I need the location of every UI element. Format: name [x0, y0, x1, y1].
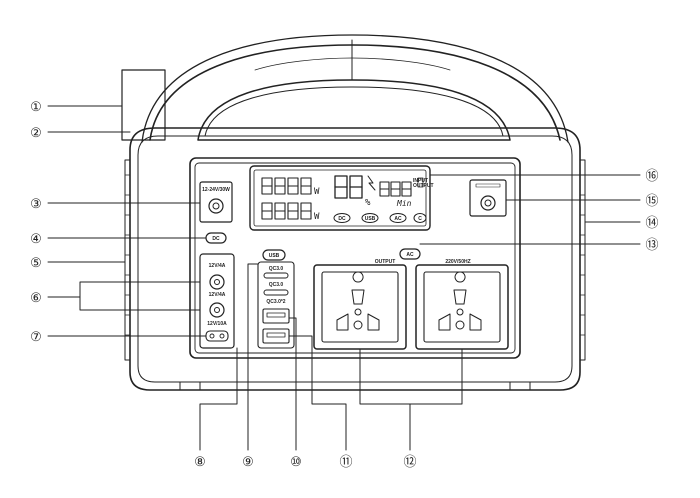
cigarette-socket [205, 330, 229, 342]
callout-13: ⑬ [645, 238, 658, 253]
callout-6: ⑥ [30, 291, 42, 306]
callout-14: ⑭ [645, 216, 658, 231]
qc-pd-label: QC3.0*2 [266, 299, 285, 305]
power-button [469, 179, 507, 217]
callout-9: ⑨ [242, 455, 254, 470]
qc-2-label: QC3.0 [269, 282, 284, 288]
side-plate [121, 69, 166, 141]
dc-rating-label: 12-24V/30W [202, 187, 230, 193]
ac-outlet-left [313, 264, 407, 350]
usb-a-port-1 [262, 308, 290, 324]
dc-out-1-label: 12V/4A [209, 263, 226, 269]
dc-badge-label: DC [212, 236, 220, 242]
ac-outlet-right [415, 264, 509, 350]
lcd-ac: AC [394, 216, 402, 222]
usb-c-port-2 [263, 289, 289, 296]
ac-badge: AC [399, 248, 421, 260]
callout-8: ⑧ [194, 455, 206, 470]
ac-outlet-group: OUTPUT 220V/50HZ [313, 259, 509, 350]
device-body [124, 127, 586, 391]
lcd-c: C [418, 216, 422, 222]
handle [141, 34, 569, 143]
battery-icon [417, 177, 424, 188]
callout-15: ⑮ [645, 194, 658, 209]
usb-group: USB QC3.0 QC3.0 QC3.0*2 [257, 249, 295, 349]
lcd-in-label: INPUT [413, 178, 428, 184]
charging-bolt-icon [367, 175, 376, 191]
callout-2: ② [30, 126, 42, 141]
lcd-segments-top [261, 177, 312, 195]
callout-7: ⑦ [30, 330, 42, 345]
front-panel [189, 157, 521, 359]
dc-output-2 [209, 302, 225, 318]
output-label: OUTPUT [375, 259, 396, 265]
callout-1: ① [30, 100, 42, 115]
callout-5: ⑤ [30, 256, 42, 271]
callout-12: ⑫ [403, 455, 416, 470]
callout-10: ⑩ [290, 455, 302, 470]
ac-badge-label: AC [406, 252, 414, 258]
ac-rating-label: 220V/50HZ [445, 259, 470, 265]
lcd-display: W W % INPUT [249, 165, 434, 231]
callouts: ① ② ③ ④ ⑤ ⑥ ⑦ ⑧ ⑨ ⑩ ⑪ ⑫ ⑬ ⑭ ⑮ ⑯ [30, 100, 658, 470]
lcd-watts-unit-bottom: W [314, 212, 320, 222]
lcd-segments-percent [334, 175, 363, 199]
dc-output-group: 12V/4A 12V/4A 12V/10A [199, 253, 235, 349]
usb-badge-label: USB [269, 253, 280, 259]
lcd-watts-unit-top: W [314, 187, 320, 197]
usb-c-port-1 [263, 272, 289, 279]
lcd-min: Min [396, 199, 412, 208]
callout-4: ④ [30, 232, 42, 247]
leader-lines [47, 105, 641, 451]
callout-11: ⑪ [339, 455, 352, 470]
lcd-usb: USB [365, 216, 376, 222]
dc-out-2-label: 12V/4A [209, 292, 226, 298]
dc-input-port: 12-24V/30W [199, 181, 233, 223]
lcd-segments-bottom [261, 202, 312, 220]
lcd-dc: DC [338, 216, 346, 222]
dc-out-3-label: 12V/10A [207, 321, 227, 327]
callout-16: ⑯ [645, 169, 658, 184]
lcd-segments-minutes [379, 181, 412, 197]
dc-output-1 [209, 274, 225, 290]
lcd-percent: % [365, 198, 371, 208]
dc-badge: DC [205, 232, 227, 244]
qc-1-label: QC3.0 [269, 266, 284, 272]
callout-3: ③ [30, 197, 42, 212]
